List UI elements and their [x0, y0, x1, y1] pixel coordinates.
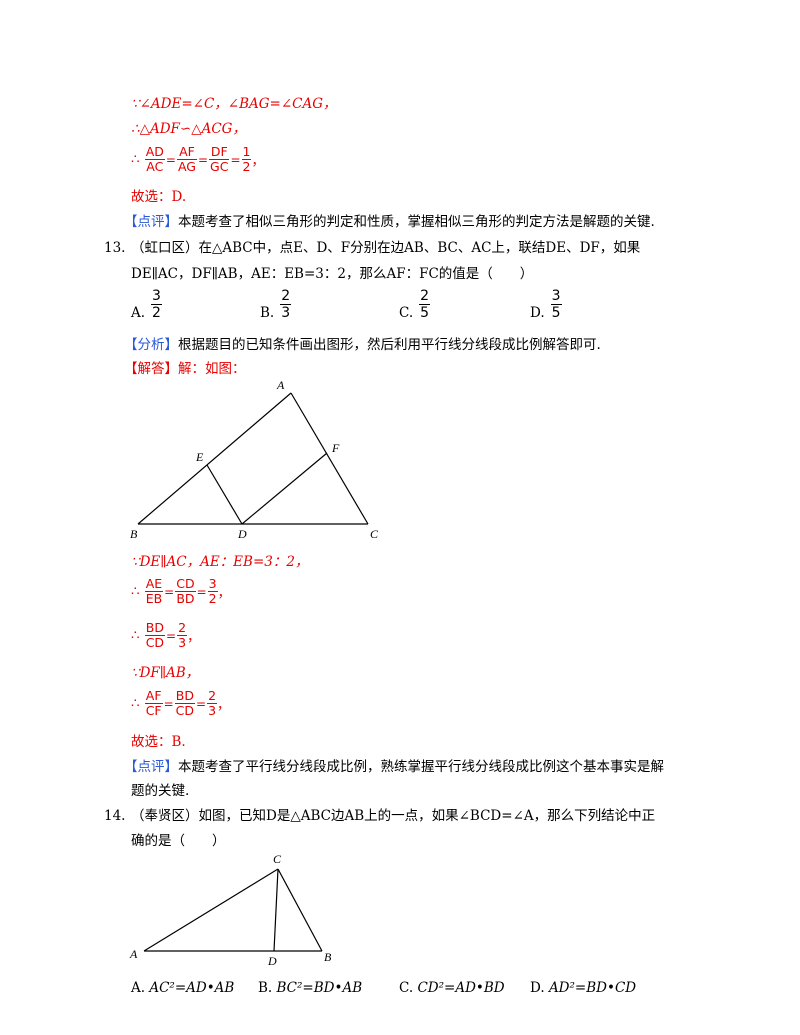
triangle-figure-abc-d: C A D B [129, 852, 332, 968]
segment-ed [206, 464, 243, 525]
review-text: 本题考查了平行线分线段成比例，熟练掌握平行线分线段成比例这个基本事实是解 [178, 759, 664, 775]
q12-similar-line: ∴△ADF∽△ACG， [131, 121, 246, 137]
triangle-figure-abc: A E F B D C [130, 378, 379, 541]
q13-answer: 【解答】解：如图： [124, 359, 246, 379]
answer-text: 解：如图： [178, 361, 246, 377]
therefore-symbol: ∴ [131, 151, 140, 168]
segment-ac [290, 392, 369, 525]
q14-stem-line1: （奉贤区）如图，已知D是△ABC边AB上的一点，如果∠BCD=∠A，那么下列结论… [131, 808, 656, 824]
q13-review-line2: 题的关键. [131, 783, 190, 799]
q13-analysis: 【分析】根据题目的已知条件画出图形，然后利用平行线分线段成比例解答即可. [124, 335, 601, 355]
label-e: E [195, 450, 204, 464]
review-tag: 【点评】 [124, 759, 178, 775]
label-f: F [331, 441, 340, 455]
label-b: B [324, 950, 332, 964]
segment-cb [277, 868, 323, 952]
label-a: A [129, 947, 138, 961]
segment-cd [273, 868, 279, 952]
q13-step1: ∵DE∥AC，AE：EB=3：2， [131, 554, 309, 570]
answer-tag: 【解答】 [124, 361, 178, 377]
label-a: A [276, 378, 285, 392]
q13-step4: ∵DF∥AB， [131, 665, 200, 681]
q14-option-a[interactable]: A. AC²=AD•AB [131, 980, 235, 996]
q14-option-d[interactable]: D. AD²=BD•CD [530, 980, 637, 996]
q14-stem-line2: 确的是（ ） [131, 833, 226, 849]
q14-option-b[interactable]: B. BC²=BD•AB [258, 980, 363, 996]
analysis-text: 根据题目的已知条件画出图形，然后利用平行线分线段成比例解答即可. [178, 337, 601, 353]
q12-given-line: ∵∠ADE=∠C，∠BAG=∠CAG， [131, 96, 337, 112]
segment-ba [137, 392, 292, 525]
q12-choose: 故选：D. [131, 189, 187, 205]
q13-choose: 故选：B. [131, 734, 186, 750]
review-text: 本题考查了相似三角形的判定和性质，掌握相似三角形的判定方法是解题的关键. [178, 214, 655, 230]
q14-number: 14. [104, 808, 126, 824]
q14-option-c[interactable]: C. CD²=AD•BD [399, 980, 505, 996]
label-d: D [267, 954, 277, 968]
review-tag: 【点评】 [124, 214, 178, 230]
label-d: D [237, 527, 247, 541]
segment-df [241, 452, 328, 525]
q13-number: 13. [104, 240, 126, 256]
q13-stem-line1: （虹口区）在△ABC中，点E、D、F分别在边AB、BC、AC上，联结DE、DF，… [131, 240, 641, 256]
segment-ac [143, 868, 279, 952]
q12-review: 【点评】本题考查了相似三角形的判定和性质，掌握相似三角形的判定方法是解题的关键. [124, 212, 655, 232]
q13-review-line1: 【点评】本题考查了平行线分线段成比例，熟练掌握平行线分线段成比例这个基本事实是解 [124, 757, 664, 777]
label-b: B [130, 527, 138, 541]
q13-stem-line2: DE∥AC，DF∥AB，AE：EB=3：2，那么AF：FC的值是（ ） [131, 266, 534, 282]
label-c: C [370, 527, 379, 541]
analysis-tag: 【分析】 [124, 337, 178, 353]
label-c: C [273, 852, 282, 866]
